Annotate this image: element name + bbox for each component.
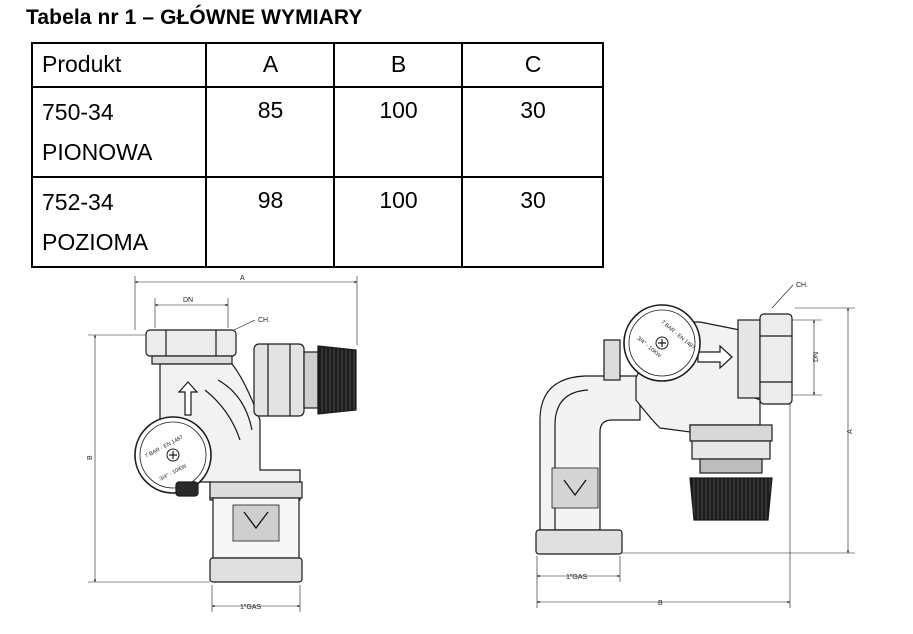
table-header-row: Produkt A B C bbox=[31, 42, 604, 88]
cell-product: 752-34 POZIOMA bbox=[31, 176, 207, 268]
left-label-ch: CH. bbox=[258, 317, 270, 324]
right-label-a: A bbox=[847, 429, 854, 434]
horizontal-valve-drawing bbox=[535, 284, 855, 608]
left-label-gas: 1"GAS bbox=[240, 604, 261, 611]
table-row: 752-34 POZIOMA 98 100 30 bbox=[31, 176, 604, 268]
dimensions-table: Produkt A B C 750-34 PIONOWA 85 100 30 7… bbox=[31, 42, 604, 268]
table-row: 750-34 PIONOWA 85 100 30 bbox=[31, 86, 604, 178]
cell-b: 100 bbox=[333, 176, 463, 268]
product-type: POZIOMA bbox=[42, 229, 149, 255]
right-label-b: B bbox=[658, 600, 663, 607]
cell-a: 98 bbox=[205, 176, 335, 268]
table-title: Tabela nr 1 – GŁÓWNE WYMIARY bbox=[26, 6, 363, 29]
header-b: B bbox=[333, 42, 463, 88]
product-code: 750-34 bbox=[42, 99, 114, 125]
header-product: Produkt bbox=[31, 42, 207, 88]
cell-b: 100 bbox=[333, 86, 463, 178]
cell-a: 85 bbox=[205, 86, 335, 178]
cell-c: 30 bbox=[461, 86, 604, 178]
cell-c: 30 bbox=[461, 176, 604, 268]
left-label-b: B bbox=[87, 455, 94, 460]
header-c: C bbox=[461, 42, 604, 88]
vertical-valve-drawing bbox=[88, 276, 358, 612]
header-a: A bbox=[205, 42, 335, 88]
left-label-a: A bbox=[240, 275, 245, 282]
right-label-ch: CH. bbox=[796, 282, 808, 289]
left-label-dn: DN bbox=[183, 297, 193, 304]
product-type: PIONOWA bbox=[42, 139, 153, 165]
product-code: 752-34 bbox=[42, 189, 114, 215]
cell-product: 750-34 PIONOWA bbox=[31, 86, 207, 178]
right-label-dn: DN bbox=[813, 352, 820, 362]
right-label-gas: 1"GAS bbox=[566, 574, 587, 581]
